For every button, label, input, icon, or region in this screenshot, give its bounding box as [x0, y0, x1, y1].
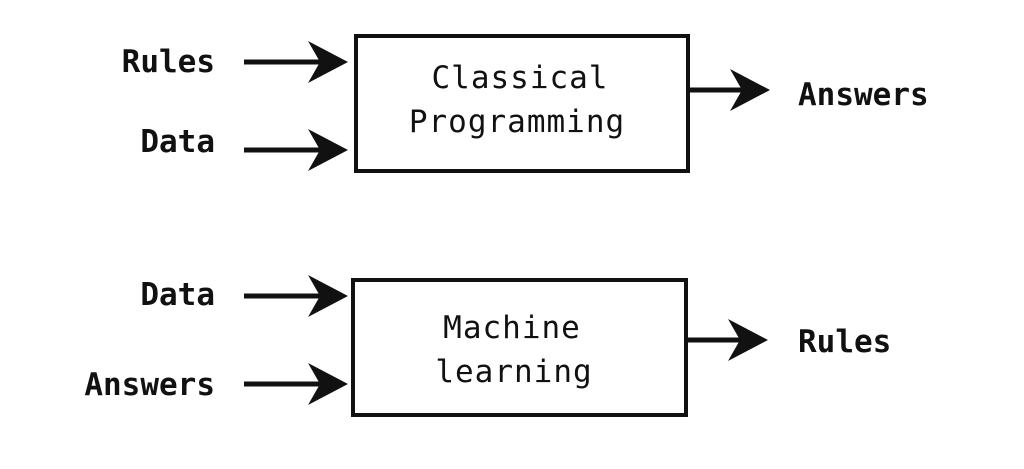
ml-input-answers-arrow — [244, 363, 348, 405]
machine-learning-box — [351, 278, 688, 417]
ml-output-rules-label: Rules — [798, 324, 891, 360]
ml-box-line2: learning — [435, 354, 592, 390]
ml-input-data-label: Data — [140, 277, 215, 313]
classical-input-data-label: Data — [140, 124, 215, 160]
machine-learning-block: Data Answers Machine learning Rules — [84, 275, 891, 417]
classical-programming-box — [354, 34, 690, 173]
classical-output-arrow — [690, 69, 770, 111]
classical-box-line1: Classical — [432, 60, 609, 96]
classical-input-rules-arrow — [244, 41, 348, 83]
ml-input-answers-label: Answers — [84, 367, 215, 403]
ml-box-line1: Machine — [443, 310, 581, 346]
classical-programming-block: Rules Data Classical Programming Answers — [122, 34, 929, 173]
classical-input-data-arrow — [244, 129, 348, 171]
classical-output-answers-label: Answers — [798, 77, 929, 113]
classical-input-rules-label: Rules — [122, 44, 215, 80]
ml-output-arrow — [688, 319, 768, 361]
ml-input-data-arrow — [244, 275, 348, 317]
classical-box-line2: Programming — [409, 104, 625, 140]
